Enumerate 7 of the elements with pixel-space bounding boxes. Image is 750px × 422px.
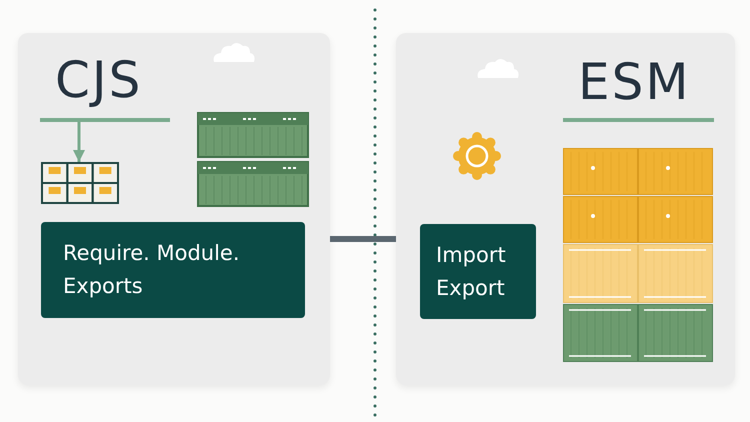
panel-title: ESM xyxy=(578,57,690,107)
module-grid-drawing xyxy=(41,162,119,204)
text-box: Require. Module. Exports xyxy=(41,222,305,318)
connector-bar xyxy=(330,236,396,242)
arrow xyxy=(73,122,85,162)
text-box: Import Export xyxy=(420,224,536,319)
panel-title: CJS xyxy=(55,55,142,105)
